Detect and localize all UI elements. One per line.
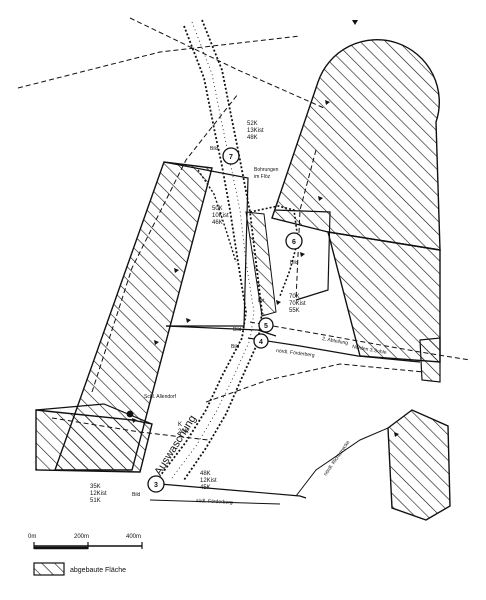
line-suedl-foerderberg [159,483,307,499]
point-5-label: 5 [264,323,268,330]
boundary-central [163,161,249,327]
legend-swatch [33,562,65,576]
label-bottom-mid-1: 48K [200,471,211,477]
point-4: 4 [253,333,269,349]
washout-left-edge [159,25,247,477]
label-left-bottom-1: 35K [90,484,101,490]
label-left-bottom-2: 12Kist [90,491,107,497]
arrow-marker [300,252,305,257]
arrow-marker [276,300,281,305]
label-right-value-1: 70K [289,294,300,300]
point-5: 5 [258,317,274,333]
label-mid-value-2: 10Kist [212,213,229,219]
label-bohrungen-1: Bohrungen [254,167,279,173]
washout-right-edge [183,19,263,481]
dashed-line-noerdl-richtstrecke [205,363,425,403]
label-c7-value-2: 13Kist [247,128,264,134]
line-left-bottom [35,403,153,425]
shaft-marker [126,410,134,418]
point-7-label: 7 [229,154,233,161]
point-7: 7 [222,147,240,165]
label-bild-right: Bild [290,260,299,266]
arrow-marker [394,432,399,437]
point-3: 3 [147,475,165,493]
arrow-marker [325,100,330,105]
mined-area-right-edge [419,337,441,383]
label-bild-bottom: Bild [132,492,141,498]
boundary-middle-horizontal [165,325,277,337]
dashed-line-left-diagonal [91,93,239,393]
label-bild-center-2: Bild [231,344,240,350]
point-4-label: 4 [259,339,263,346]
mined-area-dome [271,39,441,251]
label-norden: Norden 3.Sohle [352,344,387,356]
arrow-marker [174,268,179,273]
line-right-thin [295,427,389,497]
scale-bar: 0m 200m 400m [28,534,143,550]
label-left-bottom-3: 51K [90,498,101,504]
label-brt: Brt. [258,298,266,304]
label-bild-center: Bild [233,327,242,333]
label-right-value-2: 70Kist [289,301,306,307]
washout-inner-1 [171,21,255,479]
arrow-marker [352,20,358,25]
dashed-line-right [249,321,471,361]
label-bottom-mid-2: 12Kist [200,478,217,484]
boundary-right-frame [273,209,331,301]
washout-branch-right [249,205,299,297]
boundary-lines [17,17,471,505]
label-right-value-3: 55K [289,308,300,314]
label-bottom-mid-3: 45K [200,485,211,491]
label-abteilung: 2. Abteilung [322,336,349,346]
point-6: 6 [285,232,303,250]
arrow-marker [318,196,323,201]
label-schl-allendorf: Schl. Allendorf [144,394,177,400]
legend: abgebaute Fläche [33,562,126,576]
legend-label: abgebaute Fläche [70,567,126,574]
mined-area-bottom-right [387,409,451,521]
point-6-label: 6 [292,239,296,246]
scale-tick-0: 0m [28,534,36,540]
scale-tick-200: 200m [74,534,89,540]
label-bohrungen-2: im Flöz [254,174,271,180]
numbered-points: 7 6 5 4 3 [147,147,303,493]
label-noerdl-richtstrecke: nördl. Richtstrecke [323,440,352,478]
scale-tick-400: 400m [126,534,141,540]
dashed-line-top-left [17,35,301,89]
label-k20-2: 20K [178,429,189,435]
arrow-marker [154,340,159,345]
label-mid-value-1: 50K [212,206,223,212]
line-noerdl-foerderberg [247,337,421,363]
arrow-marker [186,318,191,323]
label-suedl-foerderberg: südl. Förderberg [196,498,233,506]
label-mid-value-3: 46K [212,220,223,226]
dashed-line-mid-vertical [295,149,317,301]
washout-channel [159,19,299,481]
label-noerdl-foerderberg: nördl. Förderberg [276,348,315,359]
label-c7-value-3: 48K [247,135,258,141]
dashed-line-left-low [51,417,209,441]
point-3-label: 3 [154,482,158,489]
label-c7-value-1: 52K [247,121,258,127]
line-bottom-frame [149,499,281,505]
label-k20-1: K [178,422,182,428]
arrow-markers [132,20,399,437]
dashed-line-top-center [129,17,325,109]
mined-areas [35,39,451,521]
label-bild-top: Bild [210,146,219,152]
arrow-marker [132,418,137,423]
